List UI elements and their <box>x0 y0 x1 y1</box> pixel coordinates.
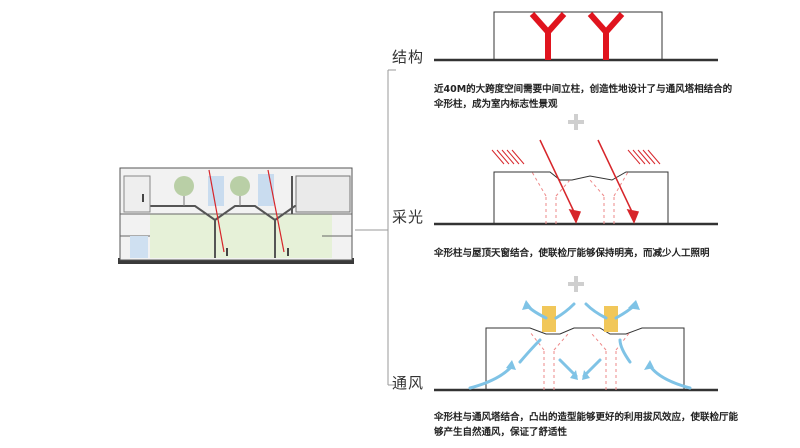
section-label-structure: 结构 <box>392 48 425 66</box>
caption-line: 伞形柱与通风塔结合，凸出的造型能够更好的利用拔风效应，使联检厅能 <box>434 412 739 423</box>
caption-line: 伞形柱与屋顶天窗结合，使联检厅能够保持明亮，而减少人工照明 <box>434 248 710 259</box>
section-label-ventilation: 通风 <box>392 374 425 392</box>
wind-tower-left <box>542 306 556 332</box>
caption-structure: 近40M的大跨度空间需要中间立柱，创造性地设计了与通风塔相结合的 伞形柱，成为室… <box>434 82 732 112</box>
wind-tower-right <box>604 306 618 332</box>
plus-icon <box>568 114 584 130</box>
caption-line: 近40M的大跨度空间需要中间立柱，创造性地设计了与通风塔相结合的 <box>434 84 733 95</box>
lighting-diagram <box>434 139 718 226</box>
umbrella-column-left <box>529 12 567 60</box>
caption-lighting: 伞形柱与屋顶天窗结合，使联检厅能够保持明亮，而减少人工照明 <box>434 246 710 261</box>
structure-diagram <box>434 11 718 62</box>
caption-line: 伞形柱，成为室内标志性景观 <box>434 99 558 110</box>
caption-line: 够产生自然通风，保证了舒适性 <box>434 427 568 438</box>
building-section-drawing <box>118 167 354 264</box>
section-label-lighting: 采光 <box>392 208 425 226</box>
umbrella-column-right <box>587 12 625 60</box>
caption-ventilation: 伞形柱与通风塔结合，凸出的造型能够更好的利用拔风效应，使联检厅能 够产生自然通风… <box>434 410 738 440</box>
section-bracket <box>355 69 396 386</box>
ventilation-diagram <box>434 300 718 392</box>
plus-icon <box>568 276 584 292</box>
